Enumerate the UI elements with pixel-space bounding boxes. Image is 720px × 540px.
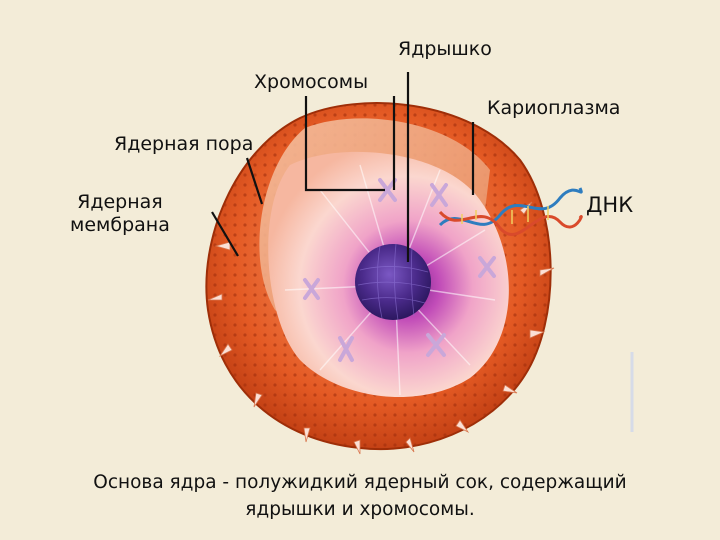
pointer-lines [211, 72, 475, 262]
chromosomes [303, 178, 496, 362]
caption-line2: ядрышки и хромосомы. [245, 498, 475, 520]
label-chromosomes: Хромосомы [254, 71, 369, 93]
label-nuclear-membrane: Ядерная мембрана [70, 191, 170, 237]
chromosomes-pointer [304, 96, 385, 192]
caption-line1: Основа ядра - полужидкий ядерный сок, со… [93, 472, 627, 493]
label-dna: ДНК [586, 193, 634, 217]
dna-helix [438, 187, 583, 236]
nucleolus-mesh [357, 243, 431, 321]
membrane-spikes [207, 201, 555, 455]
label-nucleolus: Ядрышко [398, 38, 492, 60]
label-nuclear-membrane-line1: Ядерная [77, 191, 163, 213]
caption: Основа ядра - полужидкий ядерный сок, со… [40, 470, 680, 524]
label-karyoplasm: Кариоплазма [487, 97, 621, 119]
pore-pointer [245, 157, 264, 205]
membrane-pointer [211, 211, 239, 257]
label-nuclear-membrane-line2: мембрана [70, 213, 170, 236]
label-nuclear-pore: Ядерная пора [114, 133, 254, 155]
